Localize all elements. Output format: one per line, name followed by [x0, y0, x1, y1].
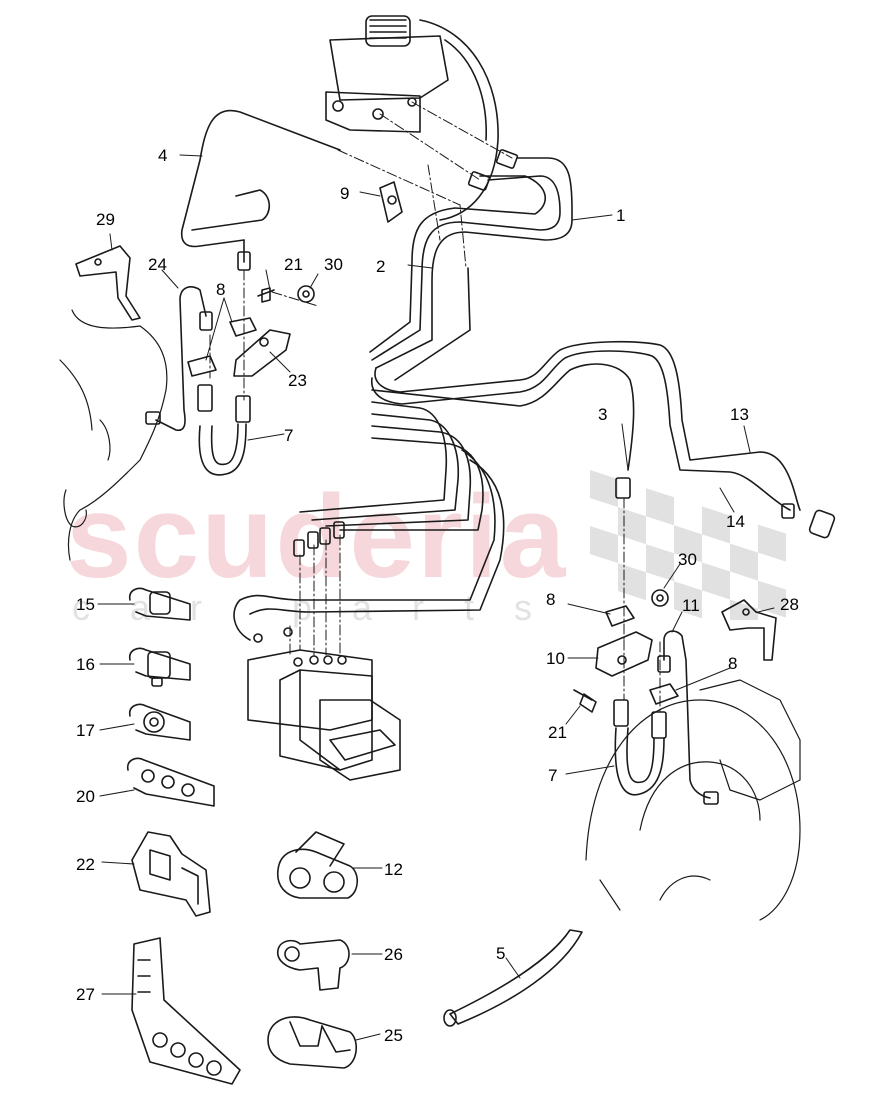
bracket-29 [75, 245, 141, 321]
callout-17: 17 [76, 721, 95, 740]
clip-25 [267, 1016, 357, 1069]
master-cylinder-assembly [325, 15, 499, 221]
callout-26: 26 [384, 945, 403, 964]
callout-11: 11 [682, 596, 700, 615]
nut-30-b [651, 589, 669, 607]
clip-20 [126, 757, 215, 807]
hose-5 [443, 929, 583, 1027]
clip-8-c [605, 605, 635, 627]
callout-29: 29 [96, 210, 115, 229]
callout-21-left: 21 [284, 255, 303, 274]
callout-13: 13 [730, 405, 749, 424]
clip-16 [128, 647, 191, 687]
callout-8-left: 8 [216, 280, 226, 299]
abs-control-unit [247, 627, 401, 781]
callout-12: 12 [384, 860, 403, 879]
clip-9 [379, 181, 403, 223]
brake-hose-right [613, 699, 667, 796]
brake-pipe-4 [180, 109, 341, 271]
clip-22 [131, 831, 211, 917]
knuckle-left [59, 309, 168, 561]
callout-1: 1 [616, 206, 626, 225]
brake-disc-right [585, 679, 801, 921]
callout-9: 9 [340, 184, 350, 203]
clip-8-d [649, 683, 679, 705]
bracket-23 [233, 329, 291, 377]
clip-15 [128, 587, 191, 621]
leader-lines [97, 154, 775, 1041]
callout-30-left: 30 [324, 255, 343, 274]
brake-pipe-24 [145, 286, 213, 432]
callout-4: 4 [158, 146, 168, 165]
clip-17 [128, 703, 191, 741]
clip-8-b [187, 355, 217, 377]
callout-24: 24 [148, 255, 167, 274]
brake-pipe-11 [657, 630, 719, 805]
callout-28: 28 [780, 595, 799, 614]
callout-7-right: 7 [548, 766, 558, 785]
callout-25: 25 [384, 1026, 403, 1045]
callout-30-right: 30 [678, 550, 697, 569]
clip-12 [276, 831, 359, 899]
callout-14: 14 [726, 512, 745, 531]
callout-10: 10 [546, 649, 565, 668]
callout-22: 22 [76, 855, 95, 874]
callout-23: 23 [288, 371, 307, 390]
brake-hose-left [197, 384, 251, 476]
callout-16: 16 [76, 655, 95, 674]
brake-pipe-bundle [233, 149, 836, 641]
callout-8-right: 8 [728, 654, 738, 673]
nut-30-a [297, 285, 315, 303]
callout-20: 20 [76, 787, 95, 806]
callout-7-left: 7 [284, 426, 294, 445]
bolt-21-a [257, 287, 275, 303]
clip-26 [276, 939, 350, 991]
callout-15: 15 [76, 595, 95, 614]
callout-21-right: 21 [548, 723, 567, 742]
callout-27: 27 [76, 985, 95, 1004]
bolt-21-b [573, 689, 597, 713]
callout-2: 2 [376, 257, 386, 276]
callout-8-mid: 8 [546, 590, 556, 609]
clip-8-a [229, 317, 257, 337]
callout-5: 5 [496, 944, 506, 963]
bracket-10 [595, 631, 653, 677]
bracket-28 [721, 599, 777, 661]
callout-3: 3 [598, 405, 608, 424]
clip-27 [131, 937, 241, 1085]
